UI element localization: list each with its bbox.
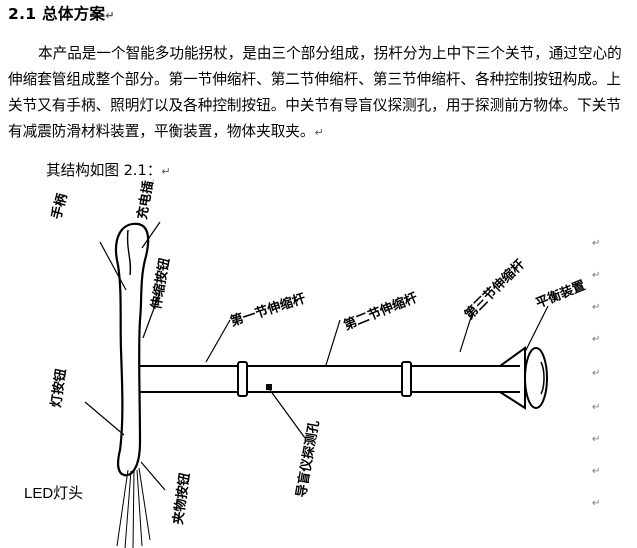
label-section1: 第一节伸缩杆 xyxy=(228,290,307,329)
paragraph-mark-icon: ↵ xyxy=(592,402,600,413)
paragraph-mark-icon: ↵ xyxy=(592,498,600,509)
label-balance-device: 平衡装置 xyxy=(534,277,588,311)
empty-paragraph-marks: ↵ ↵ ↵ ↵ ↵ ↵ ↵ ↵ ↵ xyxy=(592,238,600,509)
guide-detect-hole xyxy=(266,384,272,390)
paragraph-mark-icon: ↵ xyxy=(592,302,600,313)
paragraph-mark-icon: ↵ xyxy=(592,270,600,281)
caption-text: 其结构如图 2.1： xyxy=(46,162,162,179)
figure-caption: 其结构如图 2.1：↵ xyxy=(46,159,171,180)
label-telescopic-button: 伸缩按钮 xyxy=(148,257,173,312)
paragraph-text: 本产品是一个智能多功能拐杖，是由三个部分组成，拐杆分为上中下三个关节，通过空心的… xyxy=(8,45,622,140)
paragraph-mark-icon: ↵ xyxy=(592,334,600,345)
paragraph-mark-icon: ↵ xyxy=(161,165,171,178)
paragraph-mark-icon: ↵ xyxy=(592,466,600,477)
led-light-rays xyxy=(116,467,151,548)
cane-structure-diagram: 手柄 充电插口 伸缩按钮 第一节伸缩杆 第二节伸缩杆 第三节伸缩杆 平衡装置 灯… xyxy=(24,180,600,548)
label-section3: 第三节伸缩杆 xyxy=(462,256,528,322)
label-clamp-button: 夹物按钮 xyxy=(170,472,193,526)
label-led-light: LED灯头 xyxy=(24,485,83,502)
label-guide-hole: 导盲仪探测孔 xyxy=(293,419,322,499)
paragraph-mark-icon: ↵ xyxy=(592,368,600,379)
label-charging-port: 充电插口 xyxy=(134,180,159,221)
leader-lines xyxy=(84,221,549,491)
telescopic-shaft xyxy=(140,361,520,397)
balance-device xyxy=(499,346,548,410)
label-section2: 第二节伸缩杆 xyxy=(342,290,420,334)
paragraph-mark-icon: ↵ xyxy=(105,9,115,22)
cane-handle xyxy=(114,222,150,477)
paragraph-mark-icon: ↵ xyxy=(592,238,600,249)
label-handle: 手柄 xyxy=(48,192,70,221)
section-heading: 2.1 总体方案↵ xyxy=(8,2,115,24)
paragraph-mark-icon: ↵ xyxy=(314,126,324,139)
label-light-button: 灯按钮 xyxy=(48,368,69,409)
body-paragraph: 本产品是一个智能多功能拐杖，是由三个部分组成，拐杆分为上中下三个关节，通过空心的… xyxy=(8,41,632,146)
heading-text: 2.1 总体方案 xyxy=(8,5,106,23)
paragraph-mark-icon: ↵ xyxy=(592,434,600,445)
